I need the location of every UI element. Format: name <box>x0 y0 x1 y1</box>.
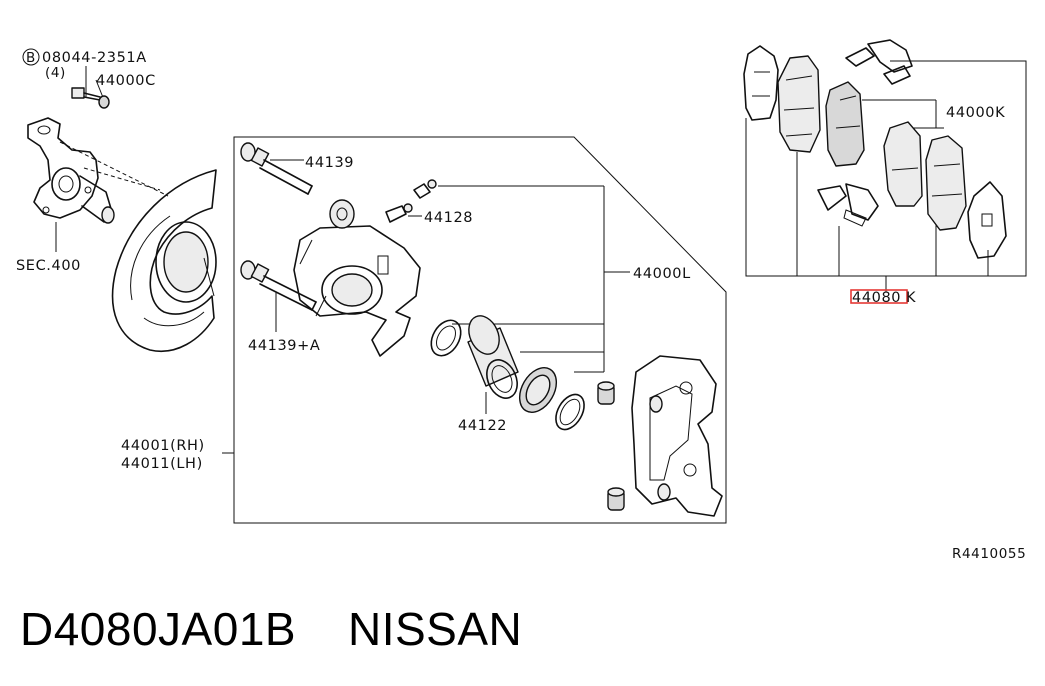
pad-anti-squeal-plate <box>967 181 1007 259</box>
pad-set-callout: 44080 K <box>850 289 916 306</box>
bolt-callout: B 08044-2351A (4) 44000C <box>22 48 156 101</box>
piston-seal <box>430 319 462 357</box>
piston: 44122 <box>458 315 519 434</box>
caliper-body <box>293 199 421 357</box>
pad-clips-top <box>845 39 913 85</box>
highlight-box <box>850 289 908 304</box>
piston-label: 44122 <box>458 418 507 434</box>
pad-clips-bottom <box>817 183 879 227</box>
slide-pin-label: 44139 <box>305 155 354 171</box>
piston-boot <box>518 367 558 413</box>
bolt-part-number: 08044-2351A <box>42 50 147 66</box>
pad-set-number: 44080 <box>852 290 901 306</box>
footer-brand: NISSAN <box>348 603 522 655</box>
caliper-lh-label: 44011(LH) <box>121 456 203 472</box>
slide-pin-upper: 44139 <box>240 142 354 195</box>
slide-pin-a-label: 44139+A <box>248 338 320 354</box>
pad-set-suffix: K <box>906 290 916 306</box>
pad-shim-outer <box>743 45 779 121</box>
bleeder-screw: 44128 <box>385 179 473 226</box>
boot-ring <box>555 393 585 431</box>
pad-kit-frame: 44000K <box>745 60 1027 292</box>
knuckle-section-label: SEC.400 <box>16 258 81 274</box>
bleeder-label: 44128 <box>424 210 473 226</box>
footer-part-number: D4080JA01B <box>20 603 296 655</box>
mounting-bolt <box>71 87 110 109</box>
pad-kit-label: 44000K <box>946 105 1005 121</box>
caliper-rh-label: 44001(RH) <box>121 438 205 454</box>
caliper-bracket <box>631 355 723 517</box>
brake-pad-inner-2 <box>883 121 923 207</box>
dust-shield <box>111 169 217 352</box>
caliper-assembly-label: 44000L <box>633 266 691 282</box>
brake-pad-outer <box>777 55 821 153</box>
caliper-assembly-frame: 44001(RH) 44011(LH) <box>121 136 727 524</box>
pin-boots <box>597 381 625 511</box>
steering-knuckle: SEC.400 <box>16 117 115 274</box>
bolt-circle-letter: B <box>26 50 36 66</box>
pad-shim-inner <box>925 135 967 231</box>
slide-pin-lower: 44139+A <box>240 260 320 354</box>
diagram-reference-code: R4410055 <box>952 546 1026 562</box>
washer-part-number: 44000C <box>96 73 156 89</box>
bolt-quantity: (4) <box>45 65 66 81</box>
brake-pad-inner-1 <box>825 81 865 167</box>
washer <box>98 95 110 109</box>
bolt-circle-marker <box>22 48 40 66</box>
